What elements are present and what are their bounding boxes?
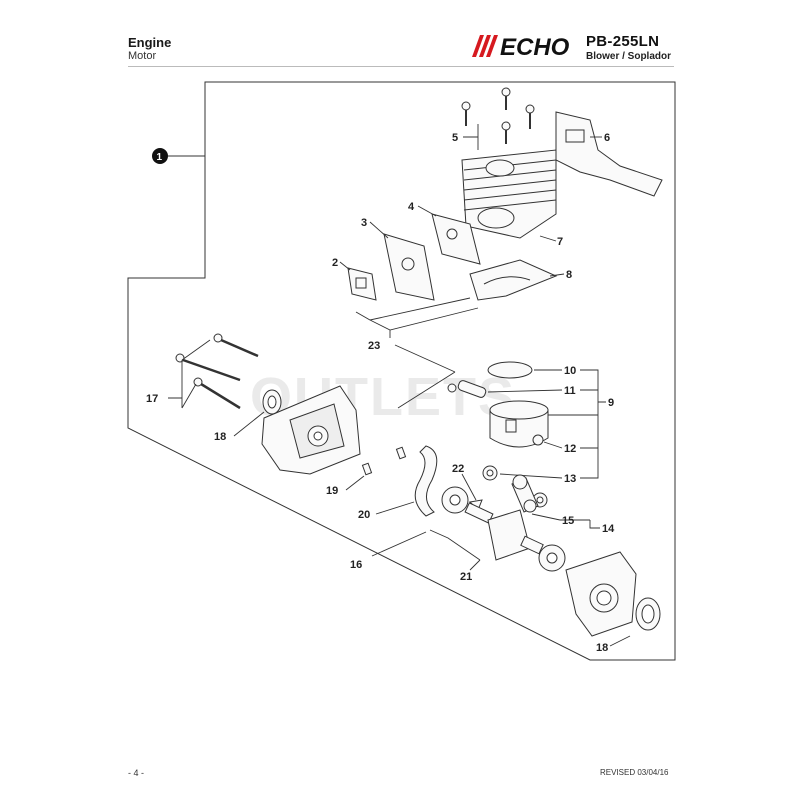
callout-20: 20 xyxy=(358,509,370,521)
assembly-frame xyxy=(127,81,676,661)
leader-8 xyxy=(549,273,565,277)
callout-8: 8 xyxy=(566,269,572,281)
callout-22: 22 xyxy=(452,463,464,475)
callout-1: 1 xyxy=(157,152,163,163)
callout-23: 23 xyxy=(368,340,380,352)
page-number: - 4 - xyxy=(128,768,145,778)
callout-4: 4 xyxy=(408,201,415,213)
callout-10: 10 xyxy=(564,365,576,377)
callout-17: 17 xyxy=(146,393,158,405)
callout-18a: 18 xyxy=(214,431,226,443)
leader-20 xyxy=(375,501,415,515)
leader-16 xyxy=(371,531,427,557)
callout-6: 6 xyxy=(604,132,610,144)
gasket-hole xyxy=(446,228,458,240)
cylinder-bolts xyxy=(461,87,535,144)
callout-16: 16 xyxy=(350,559,362,571)
exhaust-gasket xyxy=(431,213,481,265)
callout-18b: 18 xyxy=(596,642,608,654)
callout-9: 9 xyxy=(608,397,614,409)
leader-17 xyxy=(168,339,211,409)
crankshaft xyxy=(441,486,566,572)
dowel-pins xyxy=(361,446,407,476)
oil-seal-left xyxy=(262,389,282,415)
leader-15 xyxy=(531,513,600,529)
base-gasket xyxy=(469,259,558,301)
section-title: Engine xyxy=(128,35,172,50)
callout-13: 13 xyxy=(564,473,576,485)
leader-3 xyxy=(369,221,389,239)
callout-11: 11 xyxy=(564,385,576,397)
cylinder-gasket xyxy=(555,111,663,197)
piston-ring xyxy=(487,361,533,379)
leader-19 xyxy=(345,475,365,491)
leader-2 xyxy=(339,261,351,271)
callout-12: 12 xyxy=(564,443,576,455)
connecting-rod xyxy=(511,474,539,513)
header-divider xyxy=(128,66,674,67)
brand-text: ECHO xyxy=(500,34,570,59)
piston-pin xyxy=(447,380,487,398)
section-subtitle: Motor xyxy=(128,50,157,62)
leader-23 xyxy=(355,297,479,338)
leader-21 xyxy=(429,529,481,571)
revision-date: REVISED 03/04/16 xyxy=(600,768,669,777)
leader-7 xyxy=(539,235,557,242)
leader-18b xyxy=(609,635,631,647)
leader-11 xyxy=(487,389,563,393)
model-number: PB-255LN xyxy=(586,33,660,50)
leader-group-link xyxy=(394,344,456,409)
leader-18a xyxy=(233,411,265,437)
leader-22 xyxy=(461,473,477,501)
base-gasket-opening xyxy=(483,276,531,285)
echo-logo: ECHO xyxy=(472,34,570,59)
crankcase-left xyxy=(261,385,361,475)
model-subtitle: Blower / Soplador xyxy=(586,51,672,62)
oil-seal-right xyxy=(635,597,661,631)
callout-15: 15 xyxy=(562,515,574,527)
leader-9 xyxy=(580,369,606,479)
callout-14: 14 xyxy=(602,523,615,535)
assembly-marker xyxy=(152,148,168,164)
crankcase-gasket xyxy=(414,445,438,517)
leader-13 xyxy=(499,473,563,479)
cylinder xyxy=(461,149,557,239)
plate-hole xyxy=(401,257,415,271)
leader-5 xyxy=(463,124,479,150)
leader-12 xyxy=(543,441,563,449)
gasket-port xyxy=(565,129,585,143)
leader-4 xyxy=(417,205,437,217)
circlip xyxy=(532,434,544,446)
crankcase-bolts xyxy=(175,333,259,410)
small-gasket-port xyxy=(355,277,367,289)
callout-7: 7 xyxy=(557,236,563,248)
callout-3: 3 xyxy=(361,217,367,229)
callout-19: 19 xyxy=(326,485,338,497)
callout-5: 5 xyxy=(452,132,458,144)
callout-2: 2 xyxy=(332,257,338,269)
callout-21: 21 xyxy=(460,571,472,583)
crankcase-right xyxy=(565,551,637,637)
